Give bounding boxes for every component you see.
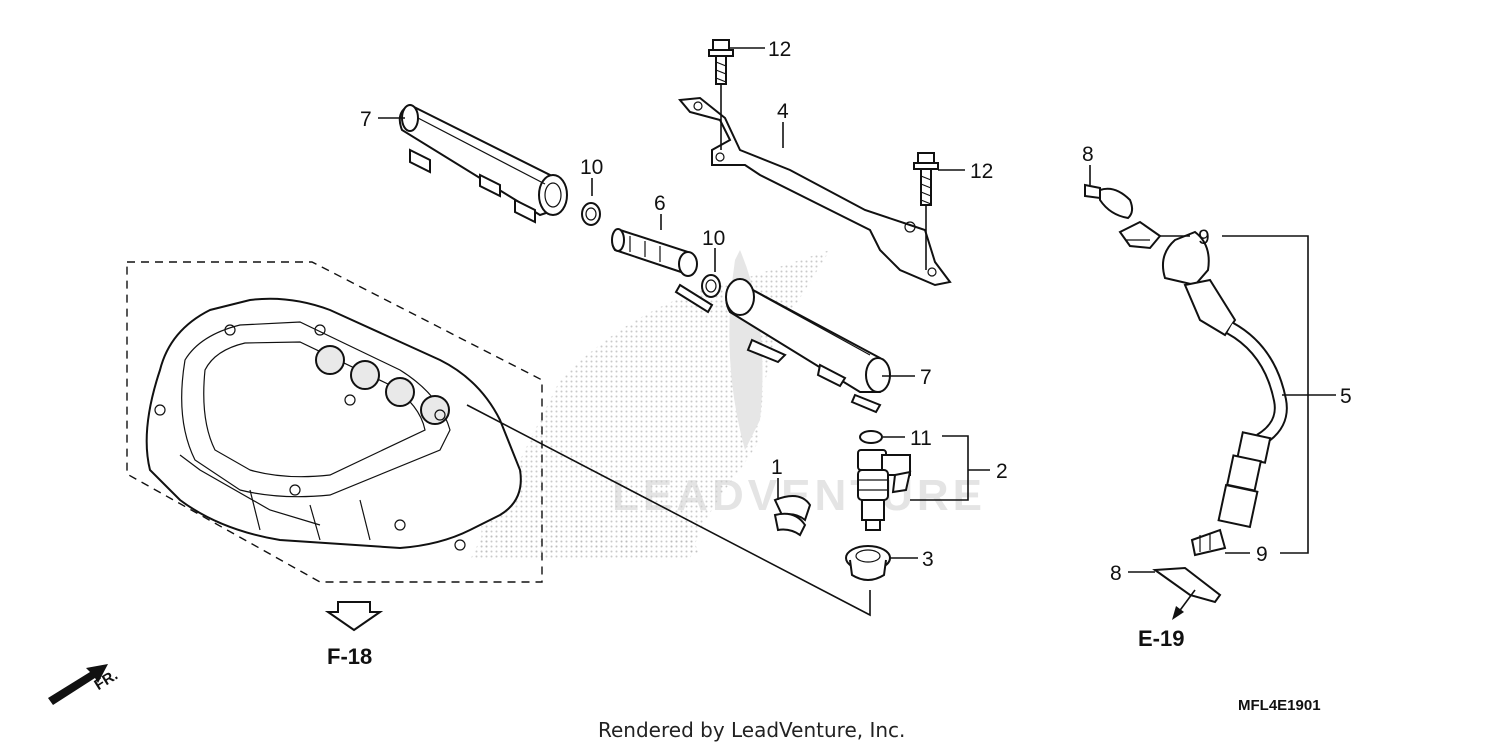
injector-insulator	[845, 545, 891, 581]
fuel-injector	[857, 449, 912, 531]
hose-cap-upper	[1084, 183, 1134, 220]
hose-protector-lower	[1152, 566, 1222, 604]
arrow-e19	[1177, 589, 1196, 614]
fuel-rail-upper	[398, 103, 568, 224]
callout-4: 4	[777, 100, 789, 123]
diagram-code: MFL4E1901	[1238, 697, 1321, 714]
fuel-joint-pipe	[611, 228, 714, 314]
callout-7-upper: 7	[360, 108, 372, 131]
front-arrow	[48, 664, 108, 705]
leader-injector-to-housing	[466, 404, 871, 617]
callout-11: 11	[910, 427, 932, 450]
callout-12-lower: 12	[970, 160, 993, 183]
ref-e19: E-19	[1138, 626, 1184, 651]
credit-caption: Rendered by LeadVenture, Inc.	[598, 718, 905, 742]
callout-9-upper: 9	[1198, 226, 1210, 249]
fuel-rail-lower	[725, 278, 891, 414]
hose-clip-lower	[1190, 528, 1227, 557]
callout-8-lower: 8	[1110, 562, 1122, 585]
bolt-lower	[913, 152, 939, 270]
arrow-f18	[324, 601, 384, 632]
hose-clip-upper	[1118, 220, 1162, 250]
o-ring-lower	[701, 274, 721, 298]
callout-10-lower: 10	[702, 227, 725, 250]
callout-6: 6	[654, 192, 666, 215]
throttle-body-outline	[126, 261, 543, 583]
watermark-brand-text: HONDA	[478, 509, 709, 567]
callout-2: 2	[996, 460, 1008, 483]
throttle-body-housing	[145, 297, 522, 551]
callout-3: 3	[922, 548, 934, 571]
callout-10-upper: 10	[580, 156, 603, 179]
fuel-hose	[1162, 230, 1288, 529]
callout-9-lower: 9	[1256, 543, 1268, 566]
callout-7-lower: 7	[920, 366, 932, 389]
callout-8-upper: 8	[1082, 143, 1094, 166]
ref-f18: F-18	[327, 644, 372, 669]
injector-clip	[773, 495, 812, 537]
fuel-rail-bracket	[678, 96, 952, 287]
bolt-upper	[708, 39, 734, 150]
callout-1: 1	[771, 456, 783, 479]
o-ring-upper	[581, 202, 601, 226]
o-ring-injector	[859, 430, 883, 444]
callout-5: 5	[1340, 385, 1352, 408]
callout-12-upper: 12	[768, 38, 791, 61]
